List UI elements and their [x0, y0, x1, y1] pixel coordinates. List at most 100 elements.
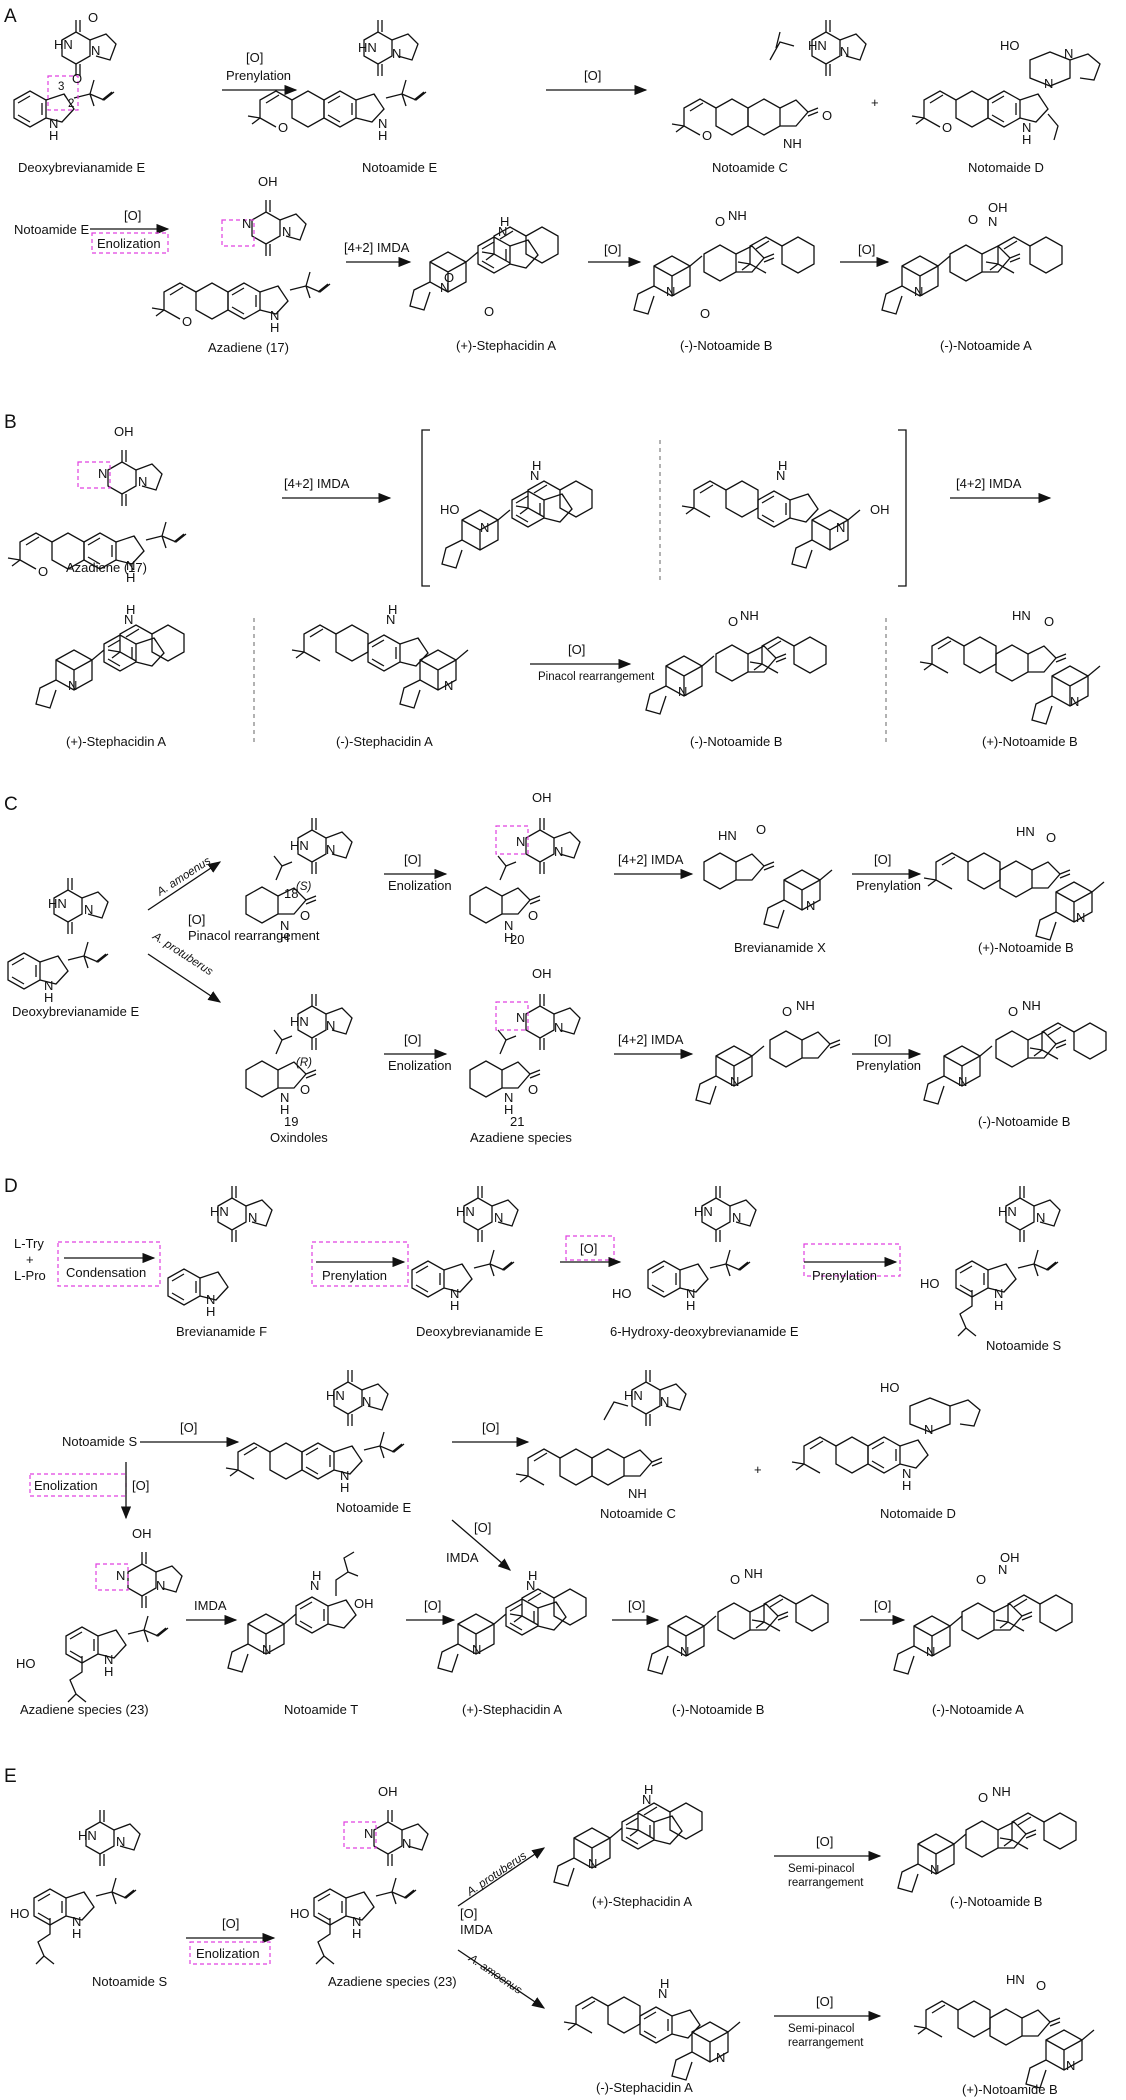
structure-minus-notoamide-b-b: NH O N — [645, 608, 827, 715]
name-notoS-d1: Notoamide S — [986, 1338, 1061, 1353]
structure-notoamide-s-d1: HN N HO N H — [920, 1185, 1061, 1337]
svg-text:O: O — [528, 908, 538, 923]
label-notoS-start-d: Notoamide S — [62, 1434, 137, 1449]
structure-notoamide-s-e: HN N HO N H — [10, 1809, 141, 1965]
svg-text:N: N — [516, 834, 525, 849]
svg-text:HO: HO — [612, 1286, 632, 1301]
svg-text:IMDA: IMDA — [446, 1550, 479, 1565]
svg-text:N: N — [806, 898, 815, 913]
svg-text:HN: HN — [624, 1388, 643, 1403]
name-notoD-d: Notomaide D — [880, 1506, 956, 1521]
plus-a: + — [871, 95, 879, 110]
structure-plus-stephacidin-e: N H N — [553, 1782, 703, 1887]
svg-text:N: N — [310, 1578, 319, 1593]
svg-text:N: N — [126, 558, 135, 573]
label-brevX: Brevianamide X — [734, 940, 826, 955]
structure-notomaide-d-d: HO N N H — [791, 1380, 981, 1493]
svg-text:A. protuberus: A. protuberus — [464, 1850, 529, 1899]
svg-text:HO: HO — [290, 1906, 310, 1921]
name-stephA-a: (+)-Stephacidin A — [456, 338, 556, 353]
structure-notoamide-c-a: HN N NH O O — [671, 19, 867, 151]
svg-text:N: N — [472, 1642, 481, 1657]
svg-text:HN: HN — [1012, 608, 1031, 623]
svg-text:N: N — [440, 280, 449, 295]
label-20: 20 — [510, 932, 524, 947]
svg-text:N: N — [994, 1286, 1003, 1301]
svg-text:H: H — [206, 1304, 215, 1319]
svg-text:N: N — [352, 1914, 361, 1929]
svg-text:NH: NH — [728, 208, 747, 223]
box-enolization-e — [189, 1941, 271, 1965]
svg-text:H: H — [528, 1568, 537, 1583]
name-az23-e: Azadiene species (23) — [328, 1974, 457, 1989]
svg-text:[O]: [O] — [124, 208, 141, 223]
svg-text:H: H — [312, 1568, 321, 1583]
plus-d: + — [754, 1462, 762, 1477]
name-notoC-a: Notoamide C — [712, 160, 788, 175]
svg-text:HO: HO — [1000, 38, 1020, 53]
svg-text:O: O — [1046, 830, 1056, 845]
svg-text:N: N — [206, 1292, 215, 1307]
svg-text:H: H — [270, 320, 279, 335]
name-deoxy-d: Deoxybrevianamide E — [416, 1324, 544, 1339]
svg-text:N: N — [1036, 1210, 1045, 1225]
structure-azadiene-23-d: OH N N HO N H — [16, 1526, 183, 1703]
svg-text:HO: HO — [16, 1656, 36, 1671]
label-a1-o: [O] — [246, 50, 263, 65]
svg-text:O: O — [976, 1572, 986, 1587]
svg-text:N: N — [660, 1394, 669, 1409]
structure-notoamide-c-d: HN N NH — [515, 1369, 687, 1501]
structure-notoamide-t-d: N H OH N — [227, 1551, 374, 1673]
label-a2-o: [O] — [584, 68, 601, 83]
svg-text:N: N — [1070, 694, 1079, 709]
svg-text:HN: HN — [210, 1204, 229, 1219]
svg-text:N: N — [91, 43, 100, 58]
svg-text:N: N — [924, 1422, 933, 1437]
svg-text:N: N — [686, 1286, 695, 1301]
structure-19-c: (R) HN N O N H — [245, 993, 353, 1117]
svg-text:[O]: [O] — [404, 1032, 421, 1047]
svg-text:N: N — [504, 918, 513, 933]
svg-text:O: O — [1036, 1978, 1046, 1993]
label-lpro: L-Pro — [14, 1268, 46, 1283]
arrow-e-down — [457, 1949, 546, 2009]
svg-text:H: H — [388, 602, 397, 617]
svg-text:O: O — [715, 214, 725, 229]
svg-text:N: N — [554, 844, 563, 859]
label-oxindoles: Oxindoles — [270, 1130, 328, 1145]
name-notoD-a: Notomaide D — [968, 160, 1044, 175]
svg-text:N: N — [1064, 46, 1073, 61]
svg-text:OH: OH — [532, 966, 552, 981]
svg-text:H: H — [126, 602, 135, 617]
svg-text:H: H — [644, 1782, 653, 1797]
svg-text:[O]: [O] — [816, 1994, 833, 2009]
label-plusB-c: (+)-Notoamide B — [978, 940, 1074, 955]
svg-text:Enolization: Enolization — [97, 236, 161, 251]
structure-minus-stephacidin-e: N H N — [563, 1976, 741, 2081]
svg-text:N: N — [680, 1644, 689, 1659]
panel-letter-a: A — [4, 6, 17, 27]
structure-deoxybrevianamide-e-c: HN N N H — [7, 877, 109, 1005]
structure-minus-notoamide-b-e: NH O N — [897, 1784, 1077, 1893]
svg-text:O: O — [968, 212, 978, 227]
name-notoC-d: Notoamide C — [600, 1506, 676, 1521]
name-az23-d: Azadiene species (23) — [20, 1702, 149, 1717]
svg-text:N: N — [124, 612, 133, 627]
svg-text:Prenylation: Prenylation — [322, 1268, 387, 1283]
svg-text:Enolization: Enolization — [388, 1058, 452, 1073]
svg-text:Prenylation: Prenylation — [812, 1268, 877, 1283]
structure-brevianamide-f-d: HN N N H — [167, 1185, 273, 1319]
svg-text:[O]: [O] — [628, 1598, 645, 1613]
svg-text:HN: HN — [718, 828, 737, 843]
svg-text:N: N — [480, 520, 489, 535]
svg-text:N: N — [116, 1834, 125, 1849]
svg-text:H: H — [126, 570, 135, 585]
svg-text:N: N — [362, 1394, 371, 1409]
svg-text:N: N — [116, 1568, 125, 1583]
svg-text:N: N — [340, 1468, 349, 1483]
svg-text:N: N — [554, 1020, 563, 1035]
svg-text:H: H — [378, 128, 387, 143]
arrow-e-up — [457, 1847, 546, 1907]
svg-text:N: N — [280, 1090, 289, 1105]
